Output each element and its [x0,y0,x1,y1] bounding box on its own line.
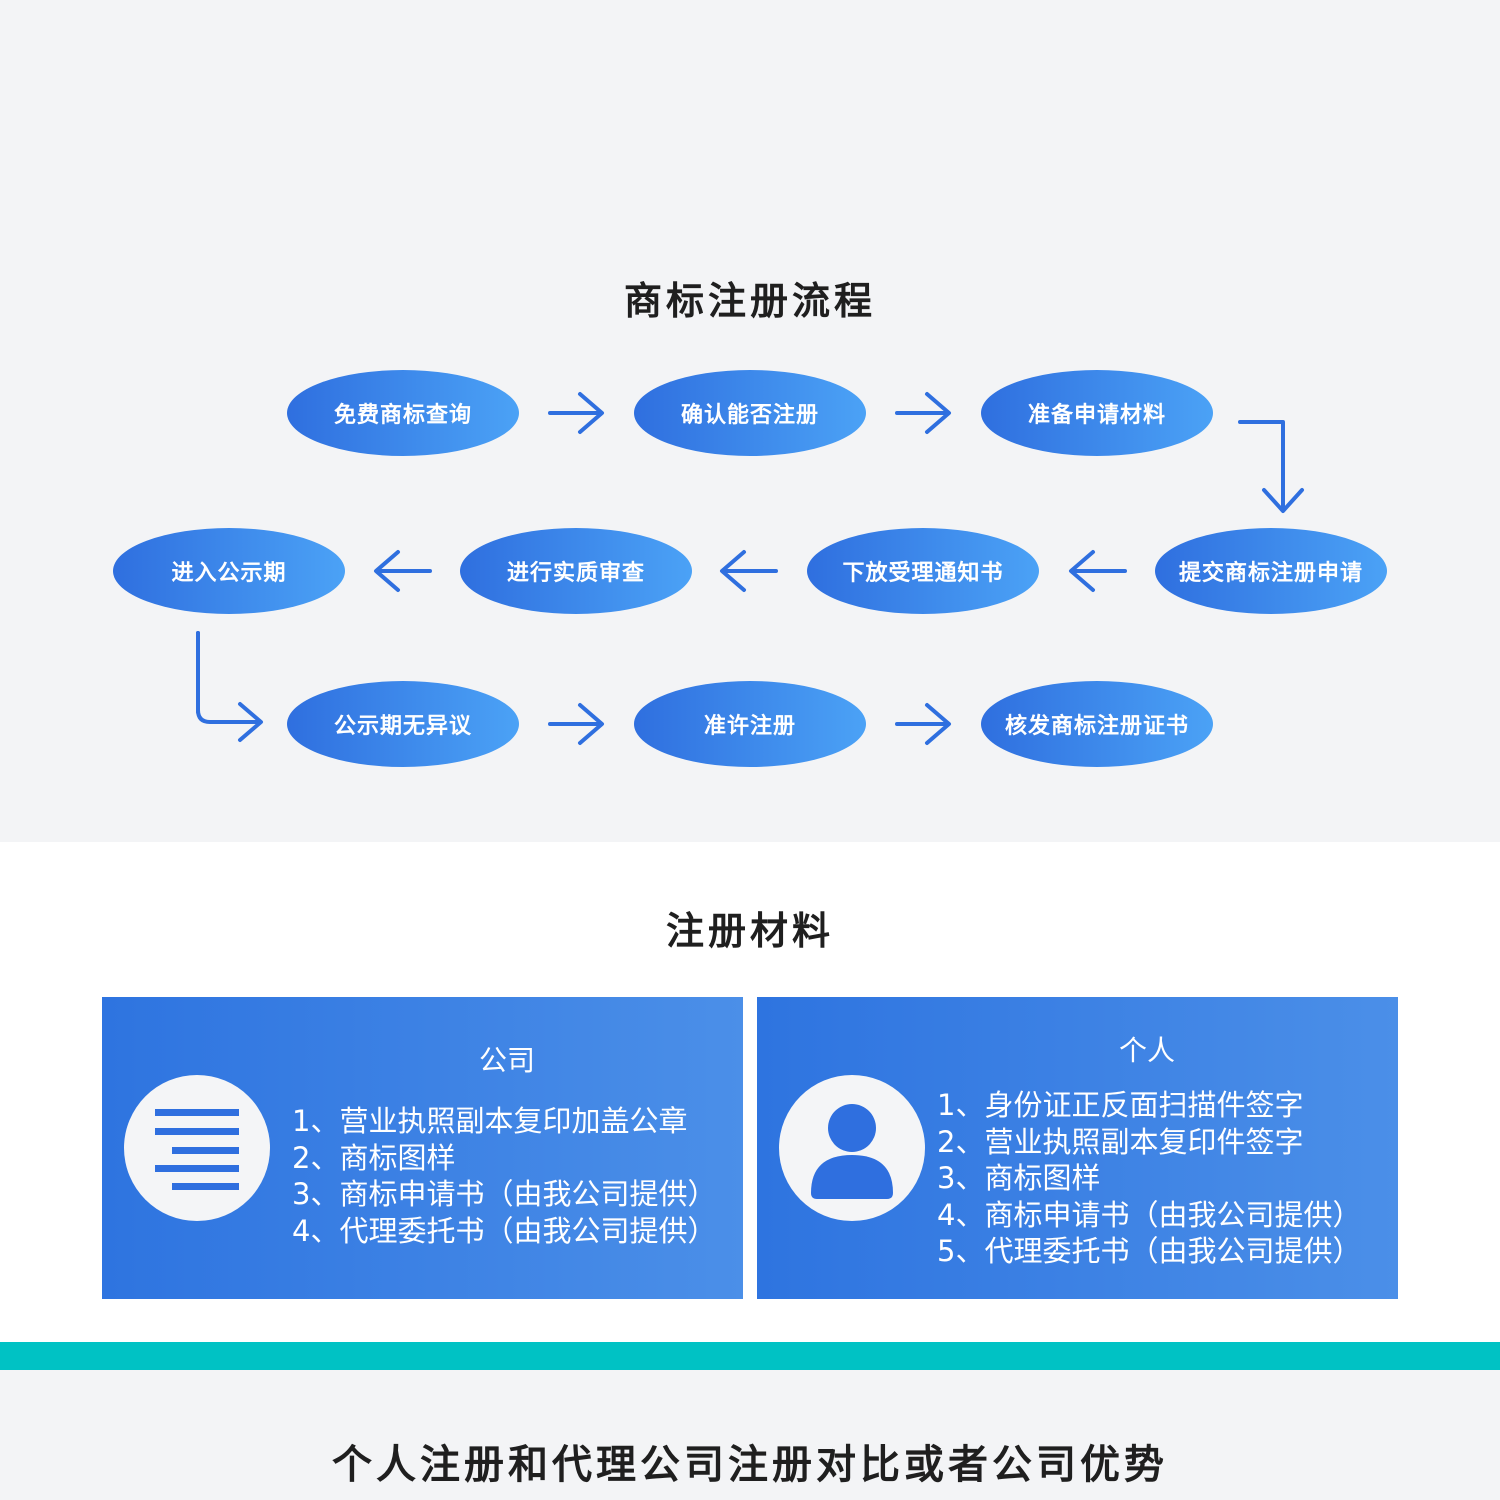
arrow-elbow-down-icon [1238,420,1304,513]
personal-materials-list: 1、身份证正反面扫描件签字 2、营业执照副本复印件签字 3、商标图样 4、商标申… [937,1087,1361,1270]
materials-section: 注册材料 公司 1、营业执照副本复印加盖公章 2、商标图样 3、商标申请书（由我… [0,842,1500,1342]
list-item: 1、营业执照副本复印加盖公章 [292,1104,688,1138]
personal-card-title: 个人 [1118,1034,1175,1067]
step-no-objection: 公示期无异议 [287,681,519,767]
arrow-right-icon [895,703,951,745]
list-item: 1、身份证正反面扫描件签字 [937,1088,1304,1122]
company-materials-list: 1、营业执照副本复印加盖公章 2、商标图样 3、商标申请书（由我公司提供） 4、… [292,1103,716,1249]
compare-title: 个人注册和代理公司注册对比或者公司优势 [332,1442,1168,1488]
document-lines-icon [155,1109,239,1190]
flow-title: 商标注册流程 [623,279,876,323]
step-free-search: 免费商标查询 [287,370,519,456]
company-icon-circle [124,1075,270,1221]
step-prepare-materials: 准备申请材料 [981,370,1213,456]
step-publication-period: 进入公示期 [113,528,345,614]
arrow-right-icon [895,392,951,434]
teal-divider [0,1342,1500,1370]
arrow-left-icon [1069,550,1127,592]
list-item: 4、商标申请书（由我公司提供） [937,1197,1362,1232]
step-approved: 准许注册 [634,681,866,767]
arrow-elbow-right-icon [196,631,263,742]
step-acceptance-notice: 下放受理通知书 [807,528,1039,614]
compare-section: 个人注册和代理公司注册对比或者公司优势 [0,1370,1500,1500]
step-issue-certificate: 核发商标注册证书 [981,681,1213,767]
company-card-title: 公司 [478,1044,535,1077]
flow-section: 商标注册流程 [0,0,1500,842]
list-item: 3、商标图样 [937,1161,1101,1195]
arrow-left-icon [374,550,432,592]
list-item: 2、营业执照副本复印件签字 [937,1124,1304,1159]
step-substantive-review: 进行实质审查 [460,528,692,614]
personal-card: 个人 1、身份证正反面扫描件签字 2、营业执照副本复印件签字 3、商标图样 4、… [757,997,1398,1299]
step-confirm-registrable: 确认能否注册 [634,370,866,456]
personal-icon-circle [779,1075,925,1221]
list-item: 3、商标申请书（由我公司提供） [292,1177,717,1211]
list-item: 4、代理委托书（由我公司提供） [292,1213,717,1248]
list-item: 5、代理委托书（由我公司提供） [937,1234,1362,1268]
arrow-right-icon [548,703,604,745]
company-card: 公司 1、营业执照副本复印加盖公章 2、商标图样 3、商标申请书（由我公司提供）… [102,997,743,1299]
arrow-right-icon [548,392,604,434]
flow-arrows [196,392,1304,745]
list-item: 2、商标图样 [292,1140,456,1175]
arrow-left-icon [720,550,778,592]
materials-title: 注册材料 [665,909,834,953]
person-icon [811,1104,893,1199]
step-submit-application: 提交商标注册申请 [1155,528,1387,614]
